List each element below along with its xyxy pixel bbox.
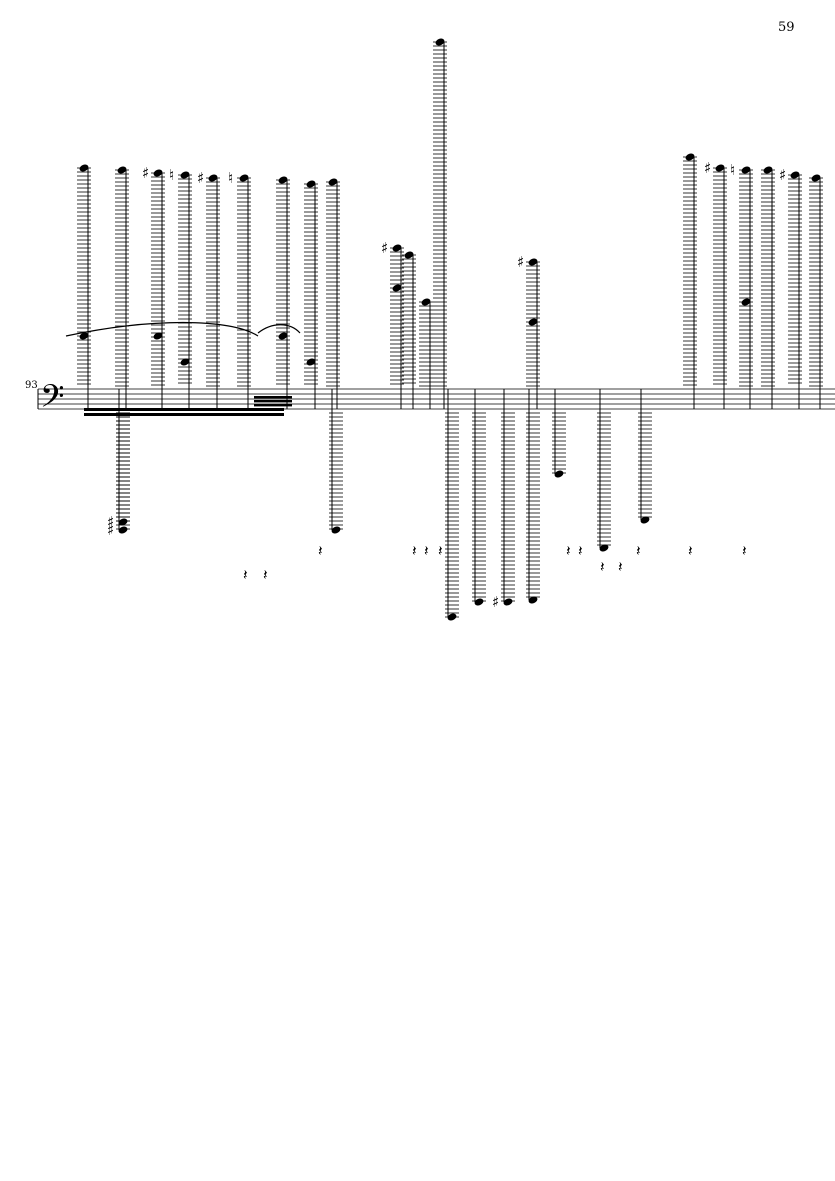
beam [254, 404, 292, 407]
page-number: 59 [778, 20, 795, 35]
note-head [208, 174, 218, 182]
quarter-rest: 𝄽 [636, 542, 641, 560]
quarter-rest: 𝄽 [243, 566, 248, 584]
ledger-lines [77, 41, 823, 618]
measure-number: 93 [25, 380, 38, 391]
note-head [79, 332, 89, 340]
sharp-accidental: ♯ [142, 164, 149, 182]
note-head [180, 358, 190, 366]
sharp-accidental: ♯ [704, 159, 711, 177]
quarter-rest: 𝄽 [742, 542, 747, 560]
note-head [278, 332, 288, 340]
bass-clef: 𝄢 [40, 378, 64, 422]
quarter-rest: 𝄽 [618, 558, 623, 576]
sharp-accidental: ♯ [492, 593, 499, 611]
note-head [640, 516, 650, 524]
note-head [306, 358, 316, 366]
tie [65, 321, 259, 337]
sharp-accidental: ♯ [779, 166, 786, 184]
note-head [811, 174, 821, 182]
quarter-rest: 𝄽 [688, 542, 693, 560]
sharp-accidental: ♯ [517, 253, 524, 271]
note-head [528, 258, 538, 266]
natural-accidental: ♮ [228, 169, 233, 187]
bass-clef-glyph: 𝄢 [40, 378, 64, 422]
note-stems [87, 42, 821, 617]
note-head [328, 178, 338, 186]
quarter-rest: 𝄽 [424, 542, 429, 560]
note-head [331, 526, 341, 534]
slurs [65, 321, 301, 337]
note-head [404, 251, 414, 259]
note-head [421, 298, 431, 306]
note-head [79, 164, 89, 172]
note-head [741, 298, 751, 306]
sharp-accidental: ♯ [381, 239, 388, 257]
beam [254, 400, 292, 403]
note-head [278, 176, 288, 184]
note-head [239, 174, 249, 182]
note-head [306, 180, 316, 188]
quarter-rest: 𝄽 [600, 558, 605, 576]
beam [84, 413, 284, 416]
sharp-accidental: ♯ [107, 521, 114, 539]
quarter-rest: 𝄽 [438, 542, 443, 560]
note-head [599, 544, 609, 552]
quarter-rest: 𝄽 [566, 542, 571, 560]
note-head [118, 518, 128, 526]
accidentals: ♯♮♯♮♯♯♯♮♯♯♯♯ [107, 159, 786, 611]
tie [257, 324, 301, 334]
natural-accidental: ♮ [169, 166, 174, 184]
note-head [685, 153, 695, 161]
quarter-rest: 𝄽 [318, 542, 323, 560]
natural-accidental: ♮ [730, 161, 735, 179]
note-head [447, 613, 457, 621]
note-head [392, 244, 402, 252]
beam [254, 396, 292, 399]
quarter-rest: 𝄽 [578, 542, 583, 560]
sharp-accidental: ♯ [197, 169, 204, 187]
note-head [763, 166, 773, 174]
note-head [180, 171, 190, 179]
note-head [528, 318, 538, 326]
rests: 𝄽 𝄽 𝄽 𝄽 𝄽 𝄽 𝄽 𝄽 𝄽 𝄽 𝄽 𝄽 𝄽 [243, 542, 747, 584]
note-head [741, 166, 751, 174]
note-head [474, 598, 484, 606]
note-head [117, 166, 127, 174]
beams [84, 396, 292, 416]
beam [84, 408, 284, 411]
note-head [435, 38, 445, 46]
note-head [790, 171, 800, 179]
note-head [528, 596, 538, 604]
note-head [392, 284, 402, 292]
note-head [503, 598, 513, 606]
note-head [554, 470, 564, 478]
note-head [153, 332, 163, 340]
bass-staff [37, 388, 835, 410]
sharp-accidental: ♯ [107, 513, 114, 531]
note-head [118, 526, 128, 534]
note-heads [79, 38, 821, 621]
quarter-rest: 𝄽 [263, 566, 268, 584]
note-head [153, 169, 163, 177]
note-head [715, 164, 725, 172]
quarter-rest: 𝄽 [412, 542, 417, 560]
